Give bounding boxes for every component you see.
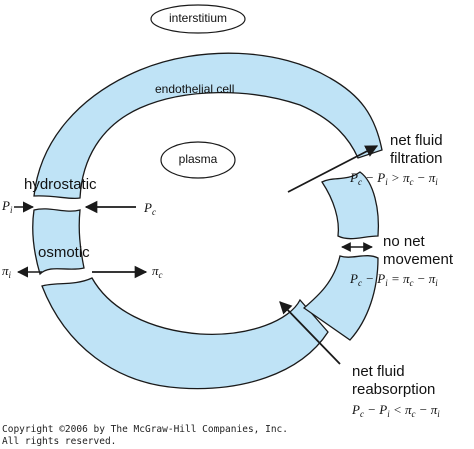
endothelial-cell-right-upper bbox=[321, 171, 380, 240]
pii-osmotic-symbol: πi bbox=[2, 263, 12, 280]
hydrostatic-label: hydrostatic bbox=[24, 176, 97, 193]
plasma-oval bbox=[160, 141, 236, 179]
interstitium-oval bbox=[150, 4, 246, 34]
reabsorption-equation: Pc − Pi < πc − πi bbox=[352, 402, 440, 419]
filtration-arrow bbox=[287, 145, 379, 193]
endothelial-cell-bottom bbox=[41, 277, 329, 390]
pi-hydrostatic-symbol: Pi bbox=[2, 198, 13, 215]
endothelial-cell-top bbox=[33, 52, 383, 200]
osmotic-label: osmotic bbox=[38, 244, 90, 261]
pic-osmotic-symbol: πc bbox=[152, 263, 163, 280]
plasma-label: plasma bbox=[178, 152, 218, 166]
filtration-label-line2: filtration bbox=[390, 150, 443, 167]
no-net-label-line2: movement bbox=[383, 251, 454, 268]
copyright-notice: Copyright ©2006 by The McGraw-Hill Compa… bbox=[2, 424, 288, 448]
interstitium-label: interstitium bbox=[168, 11, 227, 25]
endothelial-cell-label: endothelial cell bbox=[155, 82, 235, 96]
filtration-equation: Pc − Pi > πc − πi bbox=[350, 170, 438, 187]
reabsorption-label-line1: net fluid bbox=[352, 363, 405, 380]
endothelial-cell-left bbox=[32, 208, 85, 276]
endothelial-cell-right-lower bbox=[302, 255, 379, 341]
reabsorption-label-line2: reabsorption bbox=[352, 381, 436, 398]
reabsorption-arrow bbox=[279, 301, 341, 365]
no-net-equation: Pc − Pi = πc − πi bbox=[350, 271, 438, 288]
filtration-label-line1: net fluid bbox=[390, 132, 443, 149]
pc-hydrostatic-symbol: Pc bbox=[144, 200, 156, 217]
copyright-line1: Copyright ©2006 by The McGraw-Hill Compa… bbox=[2, 424, 288, 435]
no-net-label-line1: no net bbox=[383, 233, 425, 250]
copyright-line2: All rights reserved. bbox=[2, 436, 117, 447]
